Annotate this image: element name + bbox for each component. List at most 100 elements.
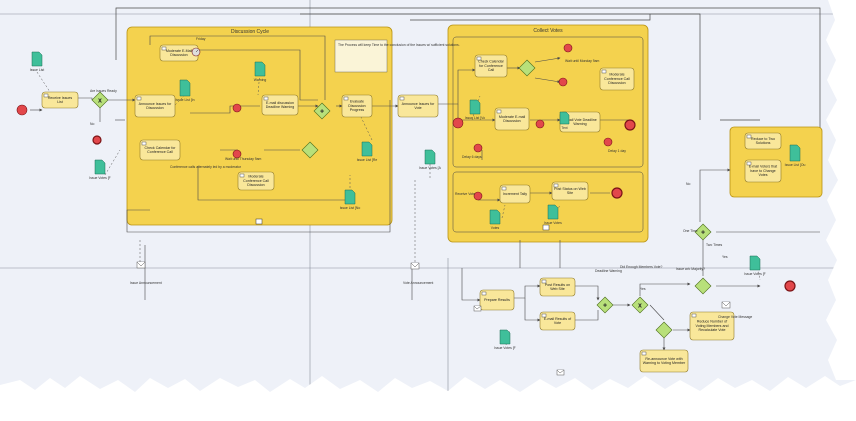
doc-issue-list-voting[interactable]: Issue List [Vo [465,99,485,120]
doc-issue-list-output[interactable]: Issue List [Ou [785,144,806,167]
envelope-icon [410,262,420,270]
gateway-majority[interactable] [655,321,673,339]
doc-issue-votes-final[interactable]: Issue Votes [F [89,159,111,180]
doc-issue-list[interactable]: Issue List [30,51,44,72]
doc-text[interactable]: Text [559,111,570,130]
label-conference-note: Conference calls alternately led by a mo… [170,165,242,169]
doc-label: Issue Votes [A [419,166,441,170]
top-connectors [115,7,822,141]
doc-label: Issue List [Vo [465,116,485,120]
doc-label: Text [561,126,567,130]
collapse-marker[interactable] [255,218,263,225]
gateway-issues-ready[interactable]: + [313,102,331,120]
event-end[interactable] [784,280,796,292]
voting-flows [438,56,628,202]
envelope-icon [501,186,507,191]
doc-votes[interactable]: Votes [489,209,501,230]
doc-issue-votes-final3[interactable]: Issue Votes [F [744,255,766,276]
collapse-marker-2[interactable] [542,224,550,231]
event-end[interactable] [92,135,102,145]
envelope-icon [239,173,245,178]
gateway-conf-call-week[interactable] [518,59,536,77]
doc-label: Issue Votes [F [494,346,515,350]
doc-issue-votes[interactable]: Issue Votes [A [419,149,442,170]
event-intermediate[interactable] [232,149,242,159]
doc-issue-list-ready2[interactable]: Issue List [Re [357,141,378,162]
doc-issue-votes-final2[interactable]: Issue Votes [F [494,329,516,350]
event-end[interactable] [611,187,623,199]
event-start[interactable] [452,117,464,129]
gateway-did-enough[interactable]: + [596,296,614,314]
task-label: Prepare Results [484,298,510,302]
task-prepare[interactable]: Prepare Results [479,289,515,311]
event-intermediate[interactable] [473,191,483,201]
event-intermediate[interactable] [563,43,573,53]
gateway-issues-ready[interactable]: x [91,91,109,109]
envelope-icon [343,96,349,101]
doc-issue-list-discussion[interactable]: Issue List [In [175,79,195,102]
doc-warning[interactable]: Warning [254,61,267,82]
subprocess-voting[interactable]: Collect Votes [447,24,649,243]
envelope-icon [473,305,482,312]
task-increment-tally[interactable]: Increment Tally [499,184,531,204]
doc-label: Issue List [30,68,44,72]
event-intermediate[interactable] [558,77,568,87]
gateway-majority[interactable] [694,277,712,295]
svg-text:+: + [320,109,324,116]
envelope-icon [141,141,147,146]
event-intermediate[interactable] [473,143,483,153]
envelope-icon [721,301,731,309]
event-intermediate[interactable] [535,119,545,129]
doc-issue-votes2[interactable]: Issue Votes [544,204,562,225]
gateway-conf-call-discussion[interactable] [301,141,319,159]
label-two-times: Two Times [706,243,723,247]
doc-label: Issue Votes [F [744,272,765,276]
subprocess-discussion[interactable]: Discussion Cycle [126,26,393,226]
gateway-did-enough[interactable]: x [631,296,649,314]
doc-issue-list-ready[interactable]: Issue List [No [340,189,361,210]
label-no-1: No [90,122,94,126]
label-yes-1: Yes [640,287,646,291]
event-intermediate[interactable] [232,103,242,113]
envelope-icon [136,261,146,269]
svg-text:+: + [603,303,607,310]
envelope-icon [476,56,482,61]
envelope-icon [136,96,142,101]
event-intermediate[interactable] [603,137,613,147]
event-start[interactable] [16,104,28,116]
voting-inner-group-top [452,36,644,168]
timer-icon[interactable] [191,47,201,57]
envelope-icon [553,183,559,188]
label-friday: Friday [196,37,206,41]
event-end[interactable] [624,119,636,131]
gateway-one-time[interactable]: + [694,223,712,241]
